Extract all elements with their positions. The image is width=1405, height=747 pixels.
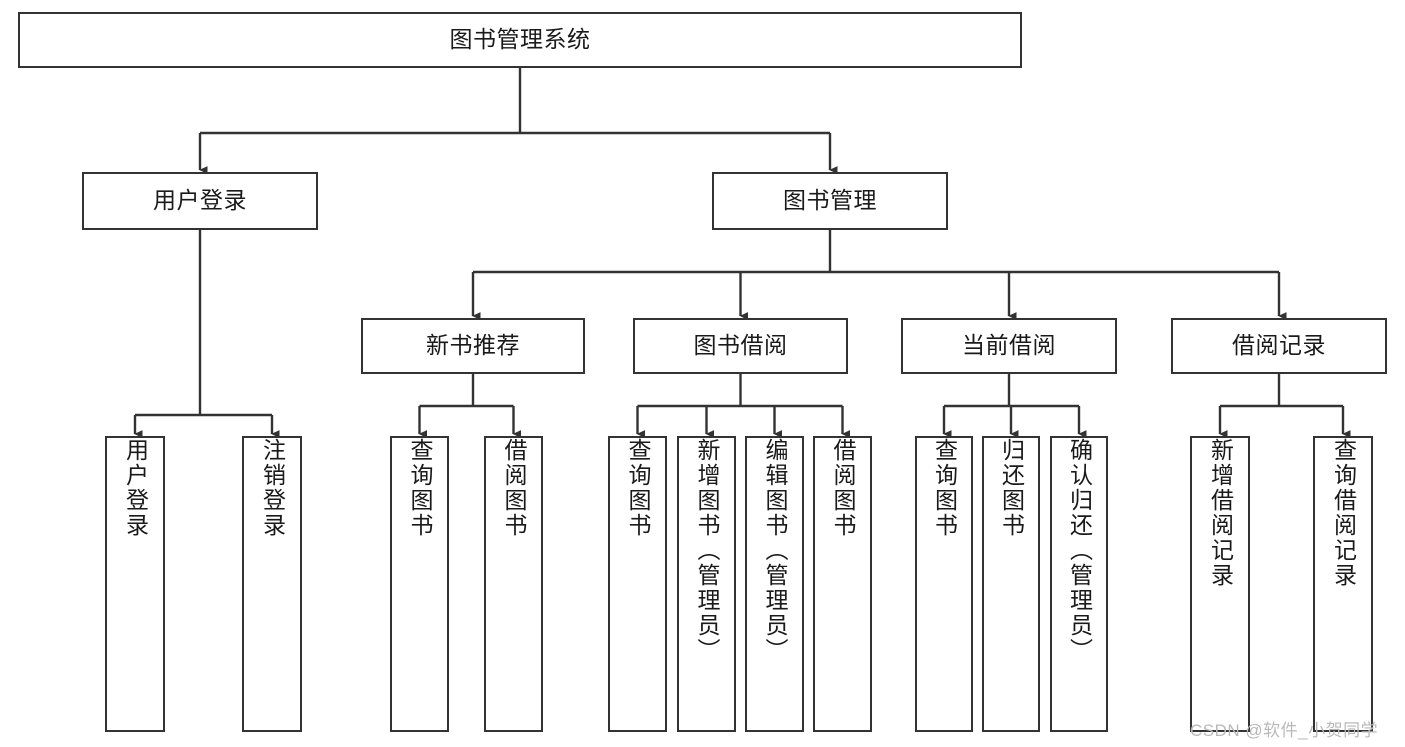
node-leaf-edit-book[interactable]: 编辑图书（管理员） [745,436,804,732]
node-label: 查询图书 [931,438,958,538]
node-leaf-user-logout[interactable]: 注销登录 [242,436,302,732]
node-label: 当前借阅 [962,332,1056,359]
node-label: 图书管理系统 [449,26,591,53]
node-label: 用户登录 [153,187,247,214]
node-label: 图书借阅 [693,332,788,359]
node-leaf-add-book[interactable]: 新增图书（管理员） [677,436,736,732]
node-label: 注销登录 [259,438,286,538]
node-label: 编辑图书（管理员） [762,438,788,663]
node-label: 查询借阅记录 [1330,438,1357,588]
node-label: 借阅图书 [830,438,856,538]
node-label: 用户登录 [122,438,149,538]
node-root[interactable]: 图书管理系统 [18,12,1022,68]
node-label: 确认归还（管理员） [1066,438,1093,663]
node-newbook[interactable]: 新书推荐 [361,318,585,374]
node-leaf-query-book-2[interactable]: 查询图书 [608,436,667,732]
node-label: 新增借阅记录 [1207,438,1234,588]
node-leaf-confirm-return[interactable]: 确认归还（管理员） [1050,436,1108,732]
node-label: 归还图书 [998,438,1025,538]
node-label: 查询图书 [407,438,433,538]
node-leaf-user-login[interactable]: 用户登录 [105,436,165,732]
node-leaf-return-book[interactable]: 归还图书 [982,436,1040,732]
node-current[interactable]: 当前借阅 [901,318,1117,374]
node-leaf-add-record[interactable]: 新增借阅记录 [1190,436,1250,732]
node-label: 图书管理 [783,187,877,214]
node-label: 新增图书（管理员） [694,438,720,663]
node-bookmgmt[interactable]: 图书管理 [712,172,948,230]
node-leaf-query-book-1[interactable]: 查询图书 [390,436,449,732]
node-leaf-borrow-book-2[interactable]: 借阅图书 [813,436,872,732]
edge-layer [133,68,1351,438]
node-borrow[interactable]: 图书借阅 [633,318,848,374]
node-leaf-borrow-book-1[interactable]: 借阅图书 [484,436,543,732]
node-label: 借阅记录 [1232,332,1326,359]
node-login[interactable]: 用户登录 [82,172,318,230]
node-label: 新书推荐 [426,332,520,359]
node-leaf-query-record[interactable]: 查询借阅记录 [1313,436,1373,732]
node-records[interactable]: 借阅记录 [1171,318,1387,374]
node-leaf-query-book-3[interactable]: 查询图书 [915,436,973,732]
node-label: 借阅图书 [501,438,527,538]
node-label: 查询图书 [625,438,651,538]
